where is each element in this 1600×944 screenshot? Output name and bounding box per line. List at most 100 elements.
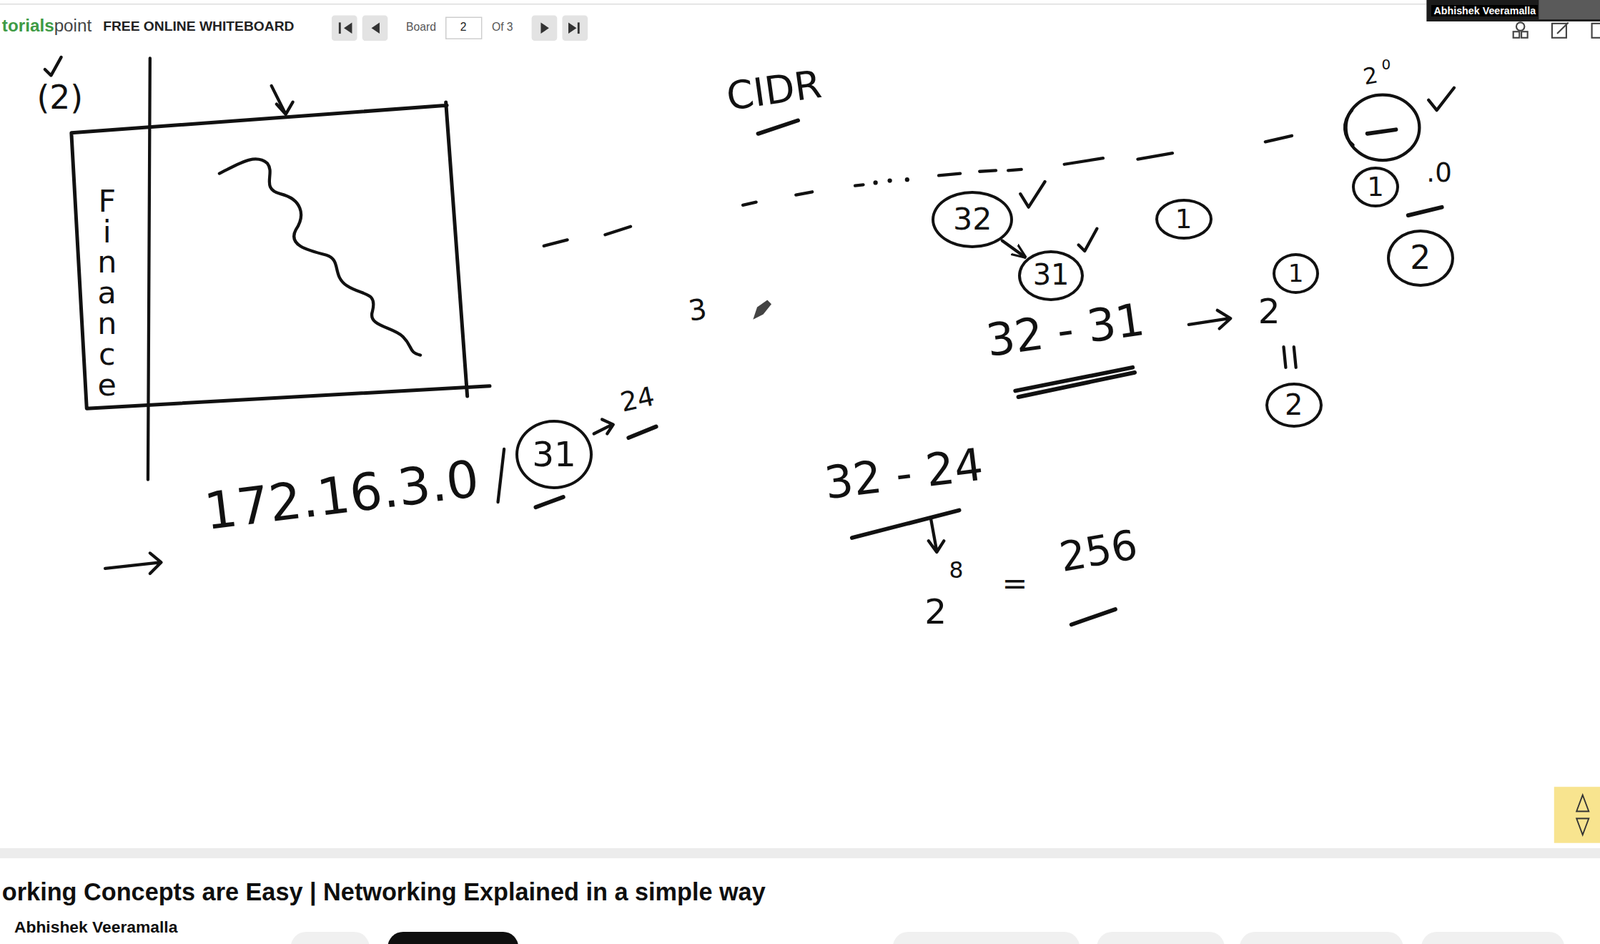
check-mark [1428, 87, 1455, 111]
nav-icon [371, 22, 380, 34]
board-separator [0, 847, 1600, 858]
pointer-arrow [928, 517, 944, 553]
pencil-cursor [752, 300, 772, 320]
calculation: 32 - 24 [822, 442, 986, 507]
presenter-name: Abhishek Veeramalla [1431, 5, 1538, 17]
dash-line [544, 135, 1292, 246]
circle-number: 1 [1175, 205, 1193, 233]
circle-number: 2 [1409, 241, 1431, 275]
underline [628, 426, 657, 438]
action-pill [1421, 931, 1565, 944]
board-number: 2 [460, 21, 467, 33]
video-overlay [1426, 0, 1600, 22]
board-label: Board [406, 21, 437, 33]
power-exponent: 8 [948, 559, 964, 582]
nav-icon [577, 22, 580, 34]
divider-line [147, 57, 151, 479]
department-box: Finance [69, 102, 493, 414]
heading-note: CIDR [724, 65, 825, 117]
circle-number: 31 [1033, 260, 1070, 290]
slash-stroke [498, 448, 505, 502]
prefix-note: 24 [617, 382, 657, 416]
power-exponent: 0 [1381, 57, 1392, 72]
power-base: 2 [1258, 293, 1281, 329]
nav-icon [568, 22, 577, 34]
top-border [0, 3, 1427, 5]
tool-icon [1592, 23, 1600, 38]
channel-name: Abhishek Veeramalla [14, 918, 178, 936]
logo-text: point [54, 17, 93, 35]
dot-mark [872, 180, 878, 185]
circle-number: 31 [531, 436, 577, 472]
underline [1071, 609, 1116, 625]
result-circle: 2 [1265, 382, 1323, 428]
circle-stroke [1344, 110, 1354, 146]
pointer-arrow [1188, 310, 1232, 329]
bit-circle [1346, 95, 1420, 161]
dot-mark [887, 178, 892, 183]
circle-number: 2 [1284, 391, 1303, 420]
tool-icon [1513, 31, 1520, 38]
underline [757, 120, 798, 134]
calculation: 32 - 31 [983, 297, 1147, 364]
bit-circle: 2 [1386, 229, 1455, 287]
exponent-circle: 1 [1272, 253, 1320, 294]
handwritten-note: .0 [1426, 159, 1452, 186]
nav-icon [540, 22, 549, 34]
handwritten-note: 3 [687, 294, 710, 326]
circle-number: 32 [952, 203, 992, 235]
circle-number: 1 [1288, 260, 1305, 286]
bit-circle: 1 [1155, 198, 1213, 240]
result-number: 256 [1055, 524, 1140, 578]
tool-icon [1557, 22, 1569, 34]
ip-address: 172.16.3.0 [202, 452, 483, 537]
dot-mark [905, 177, 910, 182]
resize-icon [1576, 794, 1589, 836]
box-outline [69, 102, 493, 414]
logo-text: torials [2, 17, 55, 35]
action-pill [1096, 931, 1224, 944]
bit-circle: 31 [1018, 250, 1084, 301]
circle-number: 1 [1366, 173, 1385, 201]
check-mark [45, 57, 62, 76]
action-pill [290, 931, 370, 944]
app-title: FREE ONLINE WHITEBOARD [102, 19, 294, 33]
vertical-node-text: Finance [97, 185, 118, 401]
video-title: orking Concepts are Easy | Networking Ex… [2, 879, 766, 904]
wavy-line [219, 158, 421, 355]
underline [535, 496, 564, 507]
nav-button [362, 15, 389, 41]
bit-circle: 32 [931, 190, 1014, 249]
equals-mark [1284, 346, 1297, 368]
check-mark [1078, 228, 1098, 251]
resize-button [1554, 786, 1600, 843]
bit-circle: 1 [1351, 166, 1400, 208]
board-input [446, 17, 482, 39]
dash-mark [1367, 129, 1397, 134]
toolbar-bg [0, 0, 1600, 56]
subscribe-pill [387, 931, 519, 944]
prefix-circle: 31 [515, 419, 593, 490]
equals-sign: = [1002, 567, 1029, 599]
tool-icon [1516, 22, 1525, 31]
tool-icon [1521, 31, 1528, 38]
nav-icon [338, 22, 342, 34]
arrow-mark [271, 85, 294, 115]
action-pill [1239, 931, 1403, 944]
board-count: Of 3 [491, 21, 514, 33]
nav-button [331, 15, 358, 41]
dash-mark [1408, 207, 1443, 216]
nav-button [561, 15, 588, 41]
underline [852, 510, 960, 539]
step-number: (2) [36, 81, 83, 115]
box-outline-path [71, 102, 490, 409]
underline [1015, 367, 1135, 397]
power-base: 2 [924, 594, 947, 630]
nav-button [531, 15, 558, 41]
connector-arrow [1002, 240, 1026, 258]
pointer-arrow [594, 419, 614, 434]
check-mark [1020, 181, 1045, 208]
pointer-arrow [105, 552, 162, 574]
